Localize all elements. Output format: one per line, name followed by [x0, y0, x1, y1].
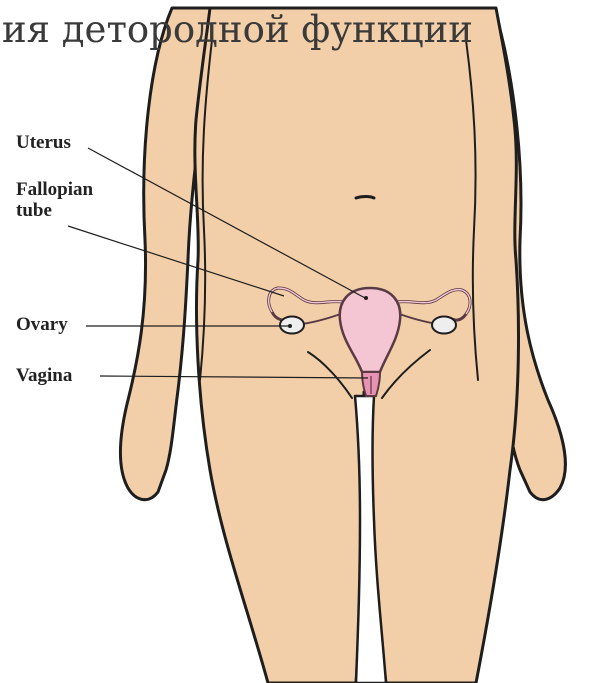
left-ovary — [280, 317, 304, 334]
body-figure — [121, 8, 566, 683]
ovary-leader-dot — [288, 324, 292, 328]
uterus-leader-dot — [364, 296, 368, 300]
label-fallopian-line2: tube — [16, 200, 52, 221]
navel — [356, 197, 374, 199]
label-fallopian-line1: Fallopian — [16, 179, 94, 200]
labels: Uterus Fallopian tube Ovary Vagina — [16, 132, 94, 386]
label-vagina: Vagina — [16, 365, 73, 386]
right-ovary — [432, 317, 456, 334]
label-uterus: Uterus — [16, 132, 71, 153]
page-title: ия детородной функции — [2, 8, 473, 51]
label-ovary: Ovary — [16, 314, 68, 335]
